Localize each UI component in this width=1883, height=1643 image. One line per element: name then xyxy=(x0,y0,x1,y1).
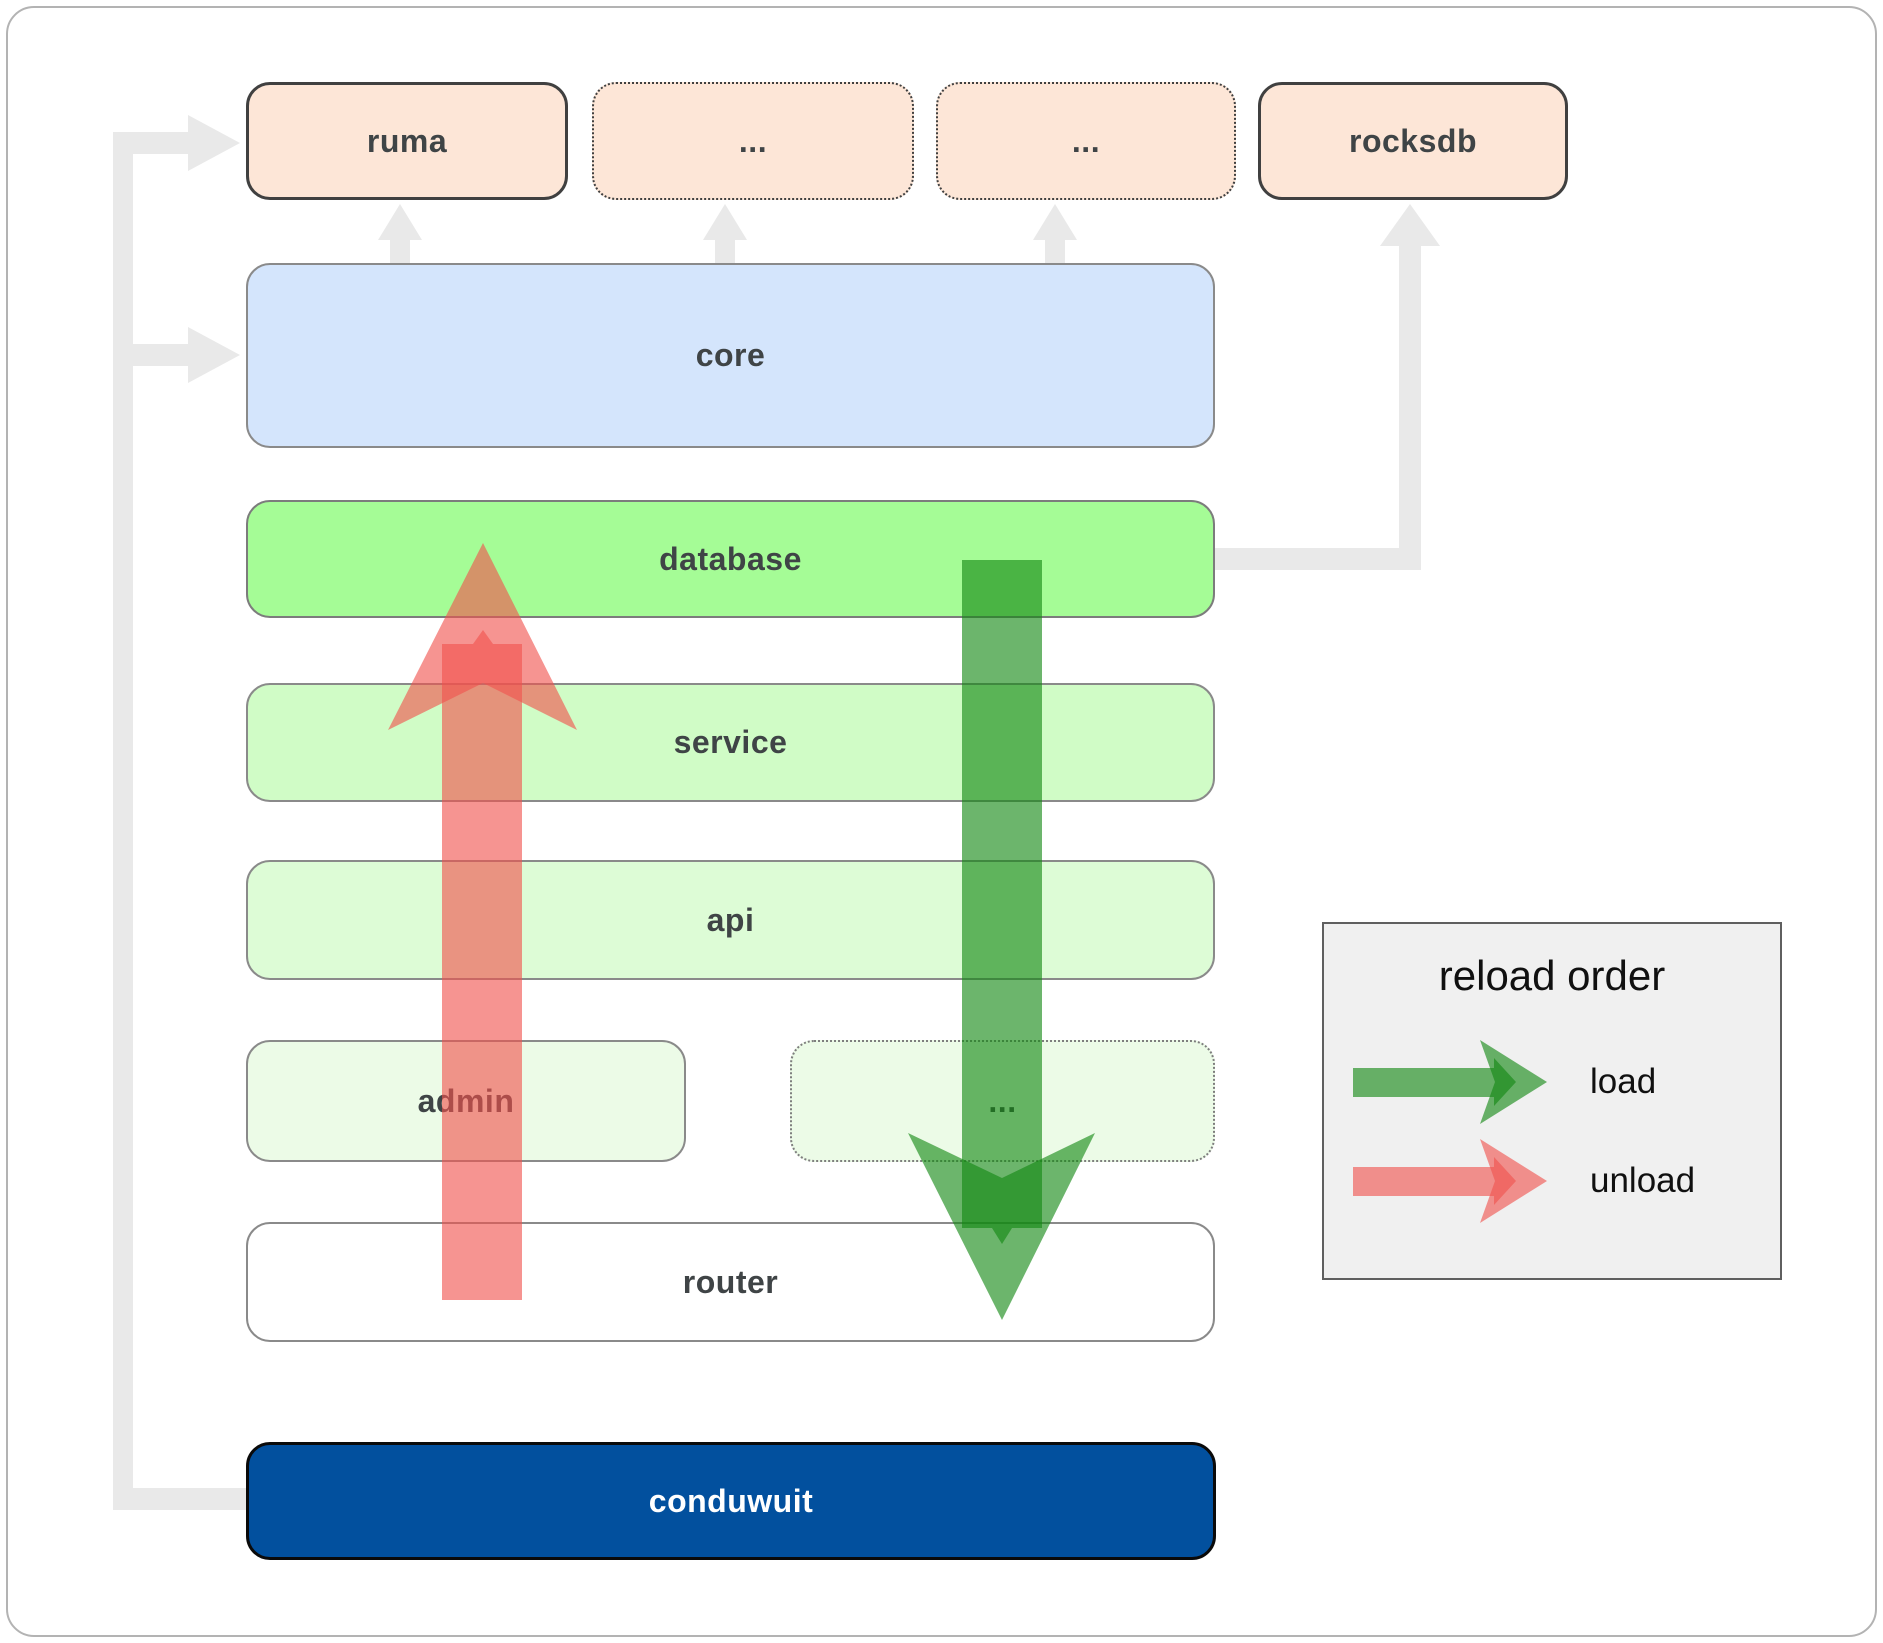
node-conduwuit-label: conduwuit xyxy=(648,1482,814,1519)
connector-core-ruma-arrowhead-icon xyxy=(378,204,422,240)
connector-ruma-shaft xyxy=(113,132,189,154)
node-ruma-label: ruma xyxy=(366,122,448,159)
node-database: database xyxy=(246,500,1215,618)
legend-load-label: load xyxy=(1590,1062,1657,1101)
node-core: core xyxy=(246,263,1215,448)
node-admin: admin xyxy=(246,1040,686,1162)
node-ruma: ruma xyxy=(246,82,568,200)
connector-core-dots2-arrowhead-icon xyxy=(1033,204,1077,240)
connector-core-dots2-shaft xyxy=(1045,238,1065,264)
legend-unload-label: unload xyxy=(1590,1161,1696,1200)
connector-core-ruma-shaft xyxy=(390,238,410,264)
connector-core-dots1-shaft xyxy=(715,238,735,264)
node-api: api xyxy=(246,860,1215,980)
connector-conduwuit-trunk xyxy=(113,132,133,1510)
connector-db-rocksdb-horizontal xyxy=(1215,548,1421,570)
node-rocksdb: rocksdb xyxy=(1258,82,1568,200)
connector-conduwuit-stub xyxy=(113,1488,246,1510)
connector-core-arrowhead-icon xyxy=(188,327,240,383)
node-conduwuit: conduwuit xyxy=(246,1442,1216,1560)
connector-core-dots1-arrowhead-icon xyxy=(703,204,747,240)
node-router: router xyxy=(246,1222,1215,1342)
node-admin-label: admin xyxy=(417,1082,515,1119)
node-rocksdb-label: rocksdb xyxy=(1349,122,1477,159)
outer-frame xyxy=(6,6,1877,1637)
connector-core-shaft xyxy=(133,344,189,366)
node-service-label: service xyxy=(673,724,788,760)
node-api-label: api xyxy=(706,901,755,938)
node-dots-1-label: ... xyxy=(738,122,768,159)
node-dots-1: ... xyxy=(592,82,914,200)
connector-db-rocksdb-vertical xyxy=(1399,243,1421,570)
node-dots-3-label: ... xyxy=(988,1082,1017,1119)
node-core-label: core xyxy=(695,337,766,373)
legend-title: reload order xyxy=(1438,952,1666,999)
legend-box: reload order load unload xyxy=(1322,922,1782,1280)
node-dots-3: ... xyxy=(790,1040,1215,1162)
node-router-label: router xyxy=(682,1263,779,1300)
node-dots-2-label: ... xyxy=(1071,122,1101,159)
node-database-label: database xyxy=(659,540,802,577)
connector-db-rocksdb-arrowhead-icon xyxy=(1380,204,1440,246)
node-dots-2: ... xyxy=(936,82,1236,200)
connector-ruma-arrowhead-icon xyxy=(188,115,240,171)
node-service: service xyxy=(246,683,1215,802)
